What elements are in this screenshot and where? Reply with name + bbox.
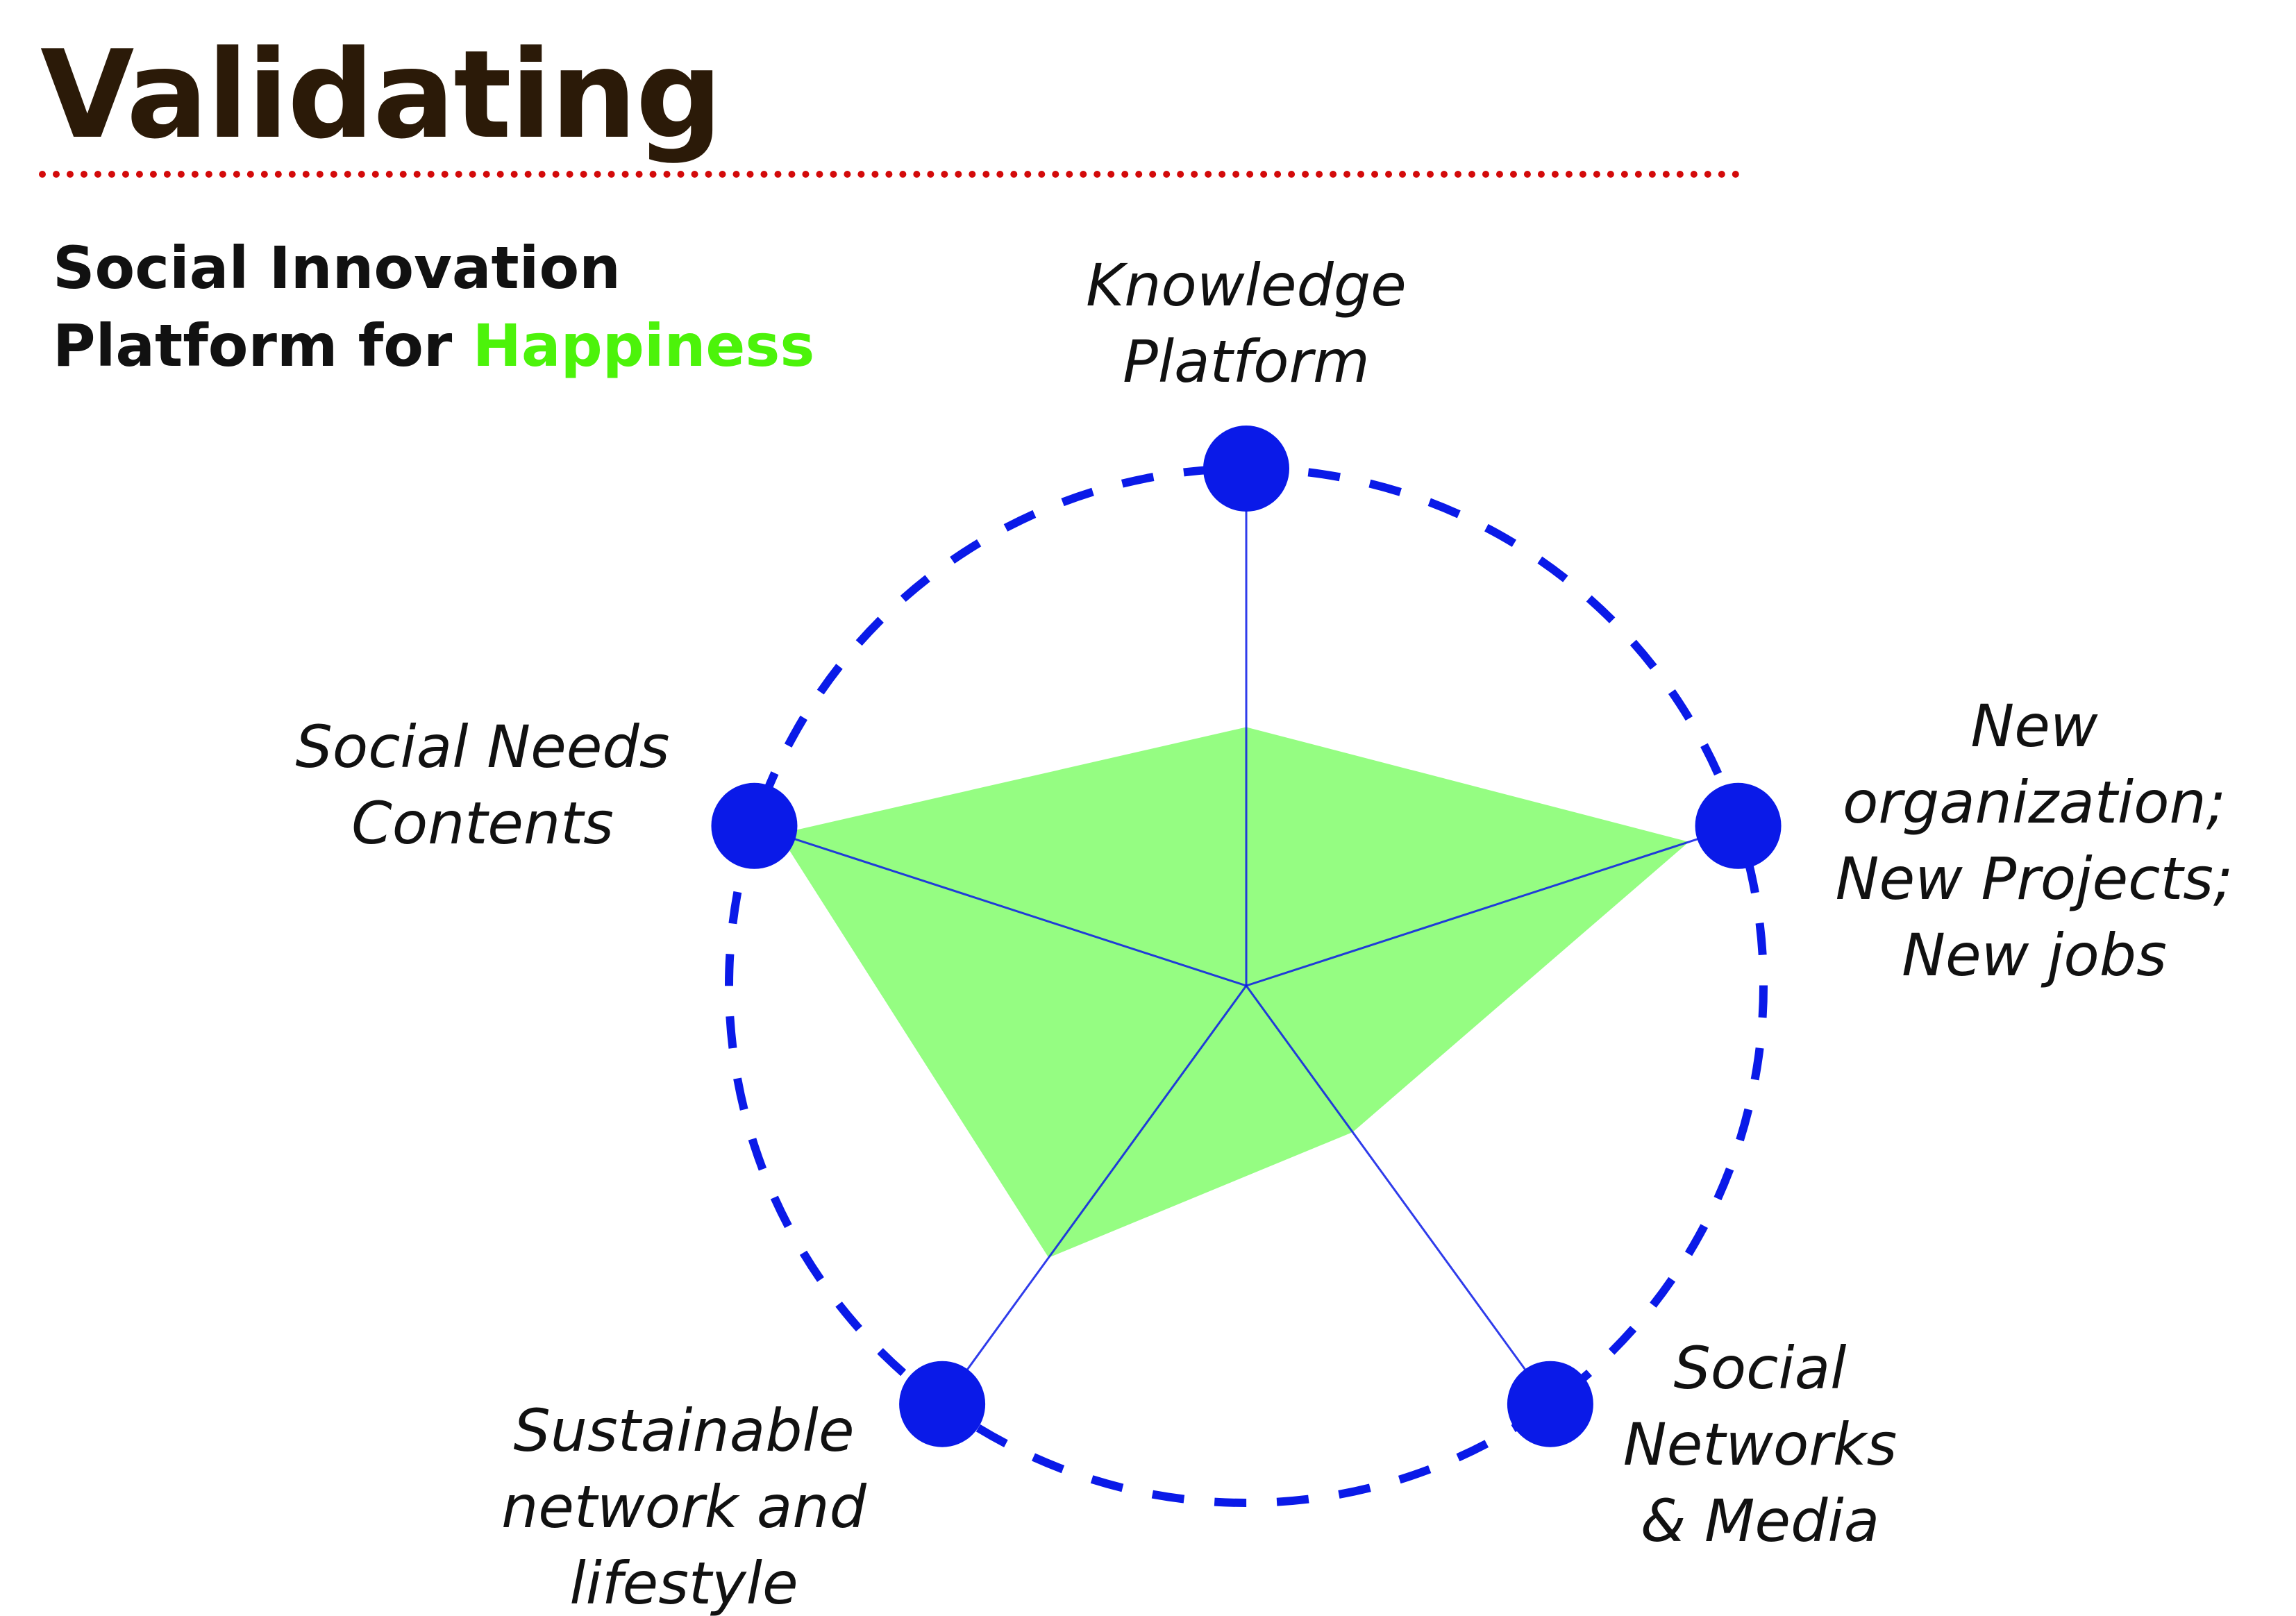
page-title: Validating [40, 25, 723, 166]
axis-markers-group [711, 426, 1782, 1447]
axis-label-line: Knowledge [1086, 251, 1407, 319]
axis-label-line: New [1970, 692, 2098, 760]
chart-subtitle: Social Innovation Platform for Happiness [53, 229, 814, 385]
axis-marker-knowledge [1203, 426, 1289, 512]
axis-spoke-social-needs [753, 825, 1247, 987]
title-divider [39, 171, 1740, 178]
axis-label-new-org: New organization; New Projects; New jobs [1836, 692, 2234, 989]
subtitle-line-2-prefix: Platform for [53, 312, 473, 380]
axis-spokes-group [753, 469, 1739, 1405]
data-area-group [778, 727, 1689, 1258]
axis-label-line: Social Needs [295, 713, 669, 781]
axis-marker-social-needs [711, 782, 798, 869]
axis-spoke-sustainable [941, 985, 1248, 1405]
axis-label-line: Sustainable [513, 1397, 854, 1465]
axis-label-line: Contents [351, 789, 614, 857]
axis-label-line: network and [501, 1473, 867, 1541]
axis-marker-sustainable [899, 1361, 986, 1447]
axis-label-line: Social [1673, 1334, 1846, 1402]
subtitle-line-1: Social Innovation [53, 234, 621, 302]
axis-marker-new-org [1695, 782, 1782, 869]
axis-label-line: Networks [1623, 1411, 1897, 1479]
axis-label-line: New jobs [1902, 921, 2167, 989]
axis-label-line: lifestyle [569, 1549, 798, 1616]
axis-label-line: organization; [1843, 768, 2226, 836]
axis-marker-social-networks [1507, 1361, 1593, 1447]
axis-label-line: Platform [1123, 328, 1370, 396]
axis-label-sustainable: Sustainable network and lifestyle [501, 1397, 867, 1616]
data-area-happiness [778, 727, 1689, 1258]
subtitle-accent-word: Happiness [472, 312, 815, 380]
axis-label-line: New Projects; [1836, 845, 2234, 913]
axis-spoke-new-org [1246, 825, 1739, 987]
axis-label-line: & Media [1641, 1487, 1880, 1555]
axis-spoke-social-networks [1245, 985, 1552, 1405]
